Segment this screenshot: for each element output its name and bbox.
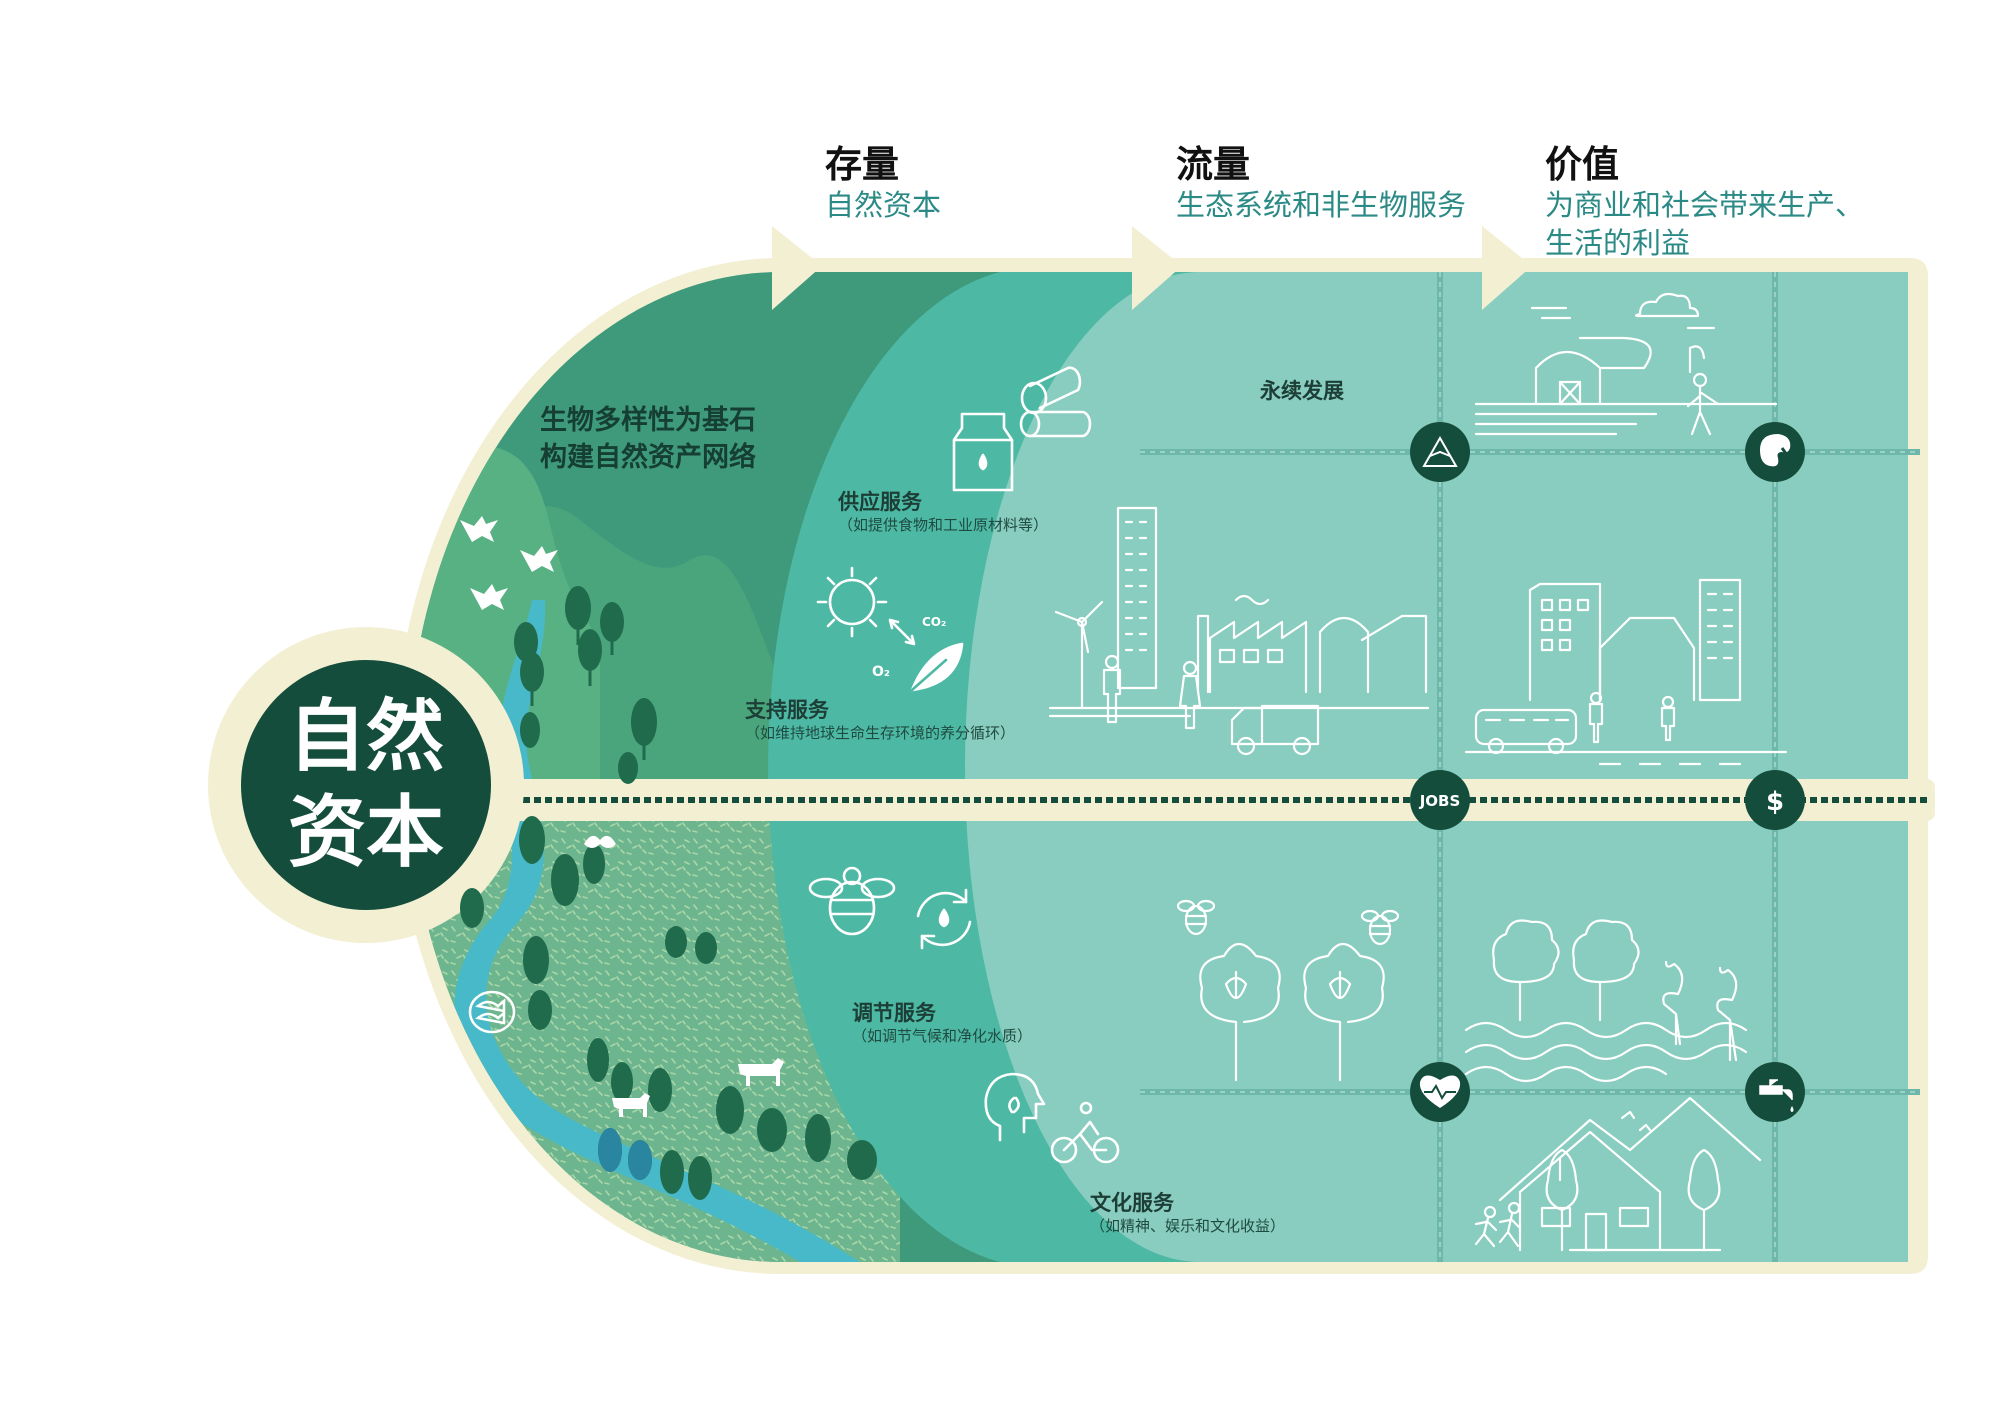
service-icons	[808, 366, 1120, 1164]
cultural-service-title: 文化服务	[1090, 1191, 1174, 1215]
regulating-service-title: 调节服务	[852, 1001, 936, 1025]
upper-trees	[514, 586, 657, 784]
biodiversity-line-2: 构建自然资产网络	[540, 442, 756, 473]
truck-icon	[1230, 704, 1320, 756]
milk-carton-icon	[952, 412, 1014, 492]
natural-capital-core: 自然 资本	[241, 660, 491, 910]
support-service-title: 支持服务	[745, 698, 829, 722]
support-service-label: 支持服务 （如维持地球生命生存环境的养分循环）	[745, 697, 1015, 743]
bee-icon	[808, 866, 896, 936]
water-tap-icon	[1745, 1062, 1805, 1122]
cloud-icon	[1634, 292, 1700, 318]
support-service-note: （如维持地球生命生存环境的养分循环）	[745, 724, 1016, 742]
house-icon	[1498, 1096, 1762, 1252]
core-line-2: 资本	[287, 788, 444, 878]
birds	[460, 516, 558, 610]
pedestrians-icon	[1588, 691, 1676, 744]
palette-icon	[1745, 422, 1805, 482]
timber-logs-icon	[1019, 366, 1092, 438]
supply-service-title: 供应服务	[838, 490, 922, 514]
fish-sign	[468, 990, 516, 1034]
value-nodes: JOBS $	[1410, 422, 1805, 1122]
co2-label: CO₂	[922, 615, 946, 629]
runners-icon	[1474, 1201, 1522, 1248]
leaf-icon	[910, 642, 964, 692]
cyclist-icon	[1050, 1101, 1120, 1164]
wind-turbine-icon	[1054, 600, 1104, 710]
dollar-icon: $	[1745, 770, 1805, 830]
jobs-label: JOBS	[1419, 792, 1461, 810]
workers-icon	[1102, 654, 1202, 730]
header-flow-subtitle: 生态系统和非生物服务	[1176, 188, 1467, 222]
small-bee-icon	[1176, 899, 1400, 946]
town-icon	[1528, 578, 1742, 702]
mind-plant-icon	[984, 1072, 1046, 1142]
value-illustrations	[1048, 292, 1788, 1252]
header-stock: 存量 自然资本	[825, 144, 941, 224]
jobs-icon: JOBS	[1410, 770, 1470, 830]
farmer-icon	[1686, 345, 1720, 436]
wetland-icon	[1464, 919, 1748, 1083]
factory-icon	[1196, 594, 1428, 694]
heart-pulse-icon	[1410, 1062, 1470, 1122]
exchange-arrow	[888, 618, 916, 646]
tower-block-icon	[1116, 506, 1158, 690]
header-flow-title: 流量	[1176, 143, 1250, 186]
mountain-icon	[1410, 422, 1470, 482]
coffee-tree-icon	[1199, 942, 1385, 1082]
biodiversity-label: 生物多样性为基石 构建自然资产网络	[540, 402, 756, 476]
flow-arrows	[772, 226, 1532, 310]
header-value-subtitle-line-1: 为商业和社会带来生产、	[1545, 188, 1865, 222]
header-flow: 流量 生态系统和非生物服务	[1176, 144, 1466, 224]
core-line-1: 自然	[287, 692, 444, 782]
sustainable-development-label: 永续发展	[1260, 378, 1344, 404]
lower-trees	[460, 816, 877, 1200]
water-cycle-icon	[916, 888, 972, 950]
sun-icon	[816, 566, 888, 638]
cultural-service-label: 文化服务 （如精神、娱乐和文化收益）	[1090, 1190, 1285, 1236]
header-stock-subtitle: 自然资本	[825, 188, 942, 222]
regulating-service-note: （如调节气候和净化水质）	[852, 1027, 1033, 1045]
biodiversity-line-1: 生物多样性为基石	[540, 405, 756, 436]
goats	[584, 835, 784, 1117]
header-stock-title: 存量	[825, 143, 899, 186]
header-value: 价值 为商业和社会带来生产、 生活的利益	[1545, 144, 1864, 262]
dollar-label: $	[1766, 787, 1784, 817]
regulating-service-label: 调节服务 （如调节气候和净化水质）	[852, 1000, 1032, 1046]
supply-service-note: （如提供食物和工业原材料等）	[838, 516, 1049, 534]
axis-band	[470, 779, 1935, 821]
cultural-service-note: （如精神、娱乐和文化收益）	[1090, 1217, 1286, 1235]
o2-label: O₂	[872, 664, 890, 680]
header-value-subtitle-line-2: 生活的利益	[1545, 226, 1691, 260]
supply-service-label: 供应服务 （如提供食物和工业原材料等）	[838, 489, 1048, 535]
header-value-title: 价值	[1545, 143, 1619, 186]
sustainable-development-text: 永续发展	[1260, 379, 1344, 403]
